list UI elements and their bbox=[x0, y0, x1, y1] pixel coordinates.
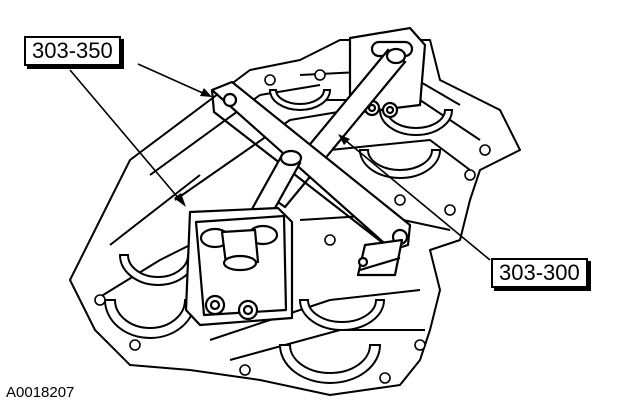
callout-tool-303-300: 303-300 bbox=[491, 258, 588, 288]
figure-id: A0018207 bbox=[6, 384, 75, 401]
leader-350-to-crossbar bbox=[137, 63, 206, 95]
leader-arrowheads bbox=[174, 88, 350, 207]
lower-bracket bbox=[184, 206, 294, 327]
tool-crossbar bbox=[210, 80, 412, 277]
leader-350-to-bracket bbox=[69, 69, 181, 201]
leader-300-to-shaft bbox=[344, 139, 491, 261]
head-bolts bbox=[94, 69, 491, 384]
leader-lines bbox=[69, 63, 491, 261]
callout-tool-303-350: 303-350 bbox=[24, 36, 121, 66]
